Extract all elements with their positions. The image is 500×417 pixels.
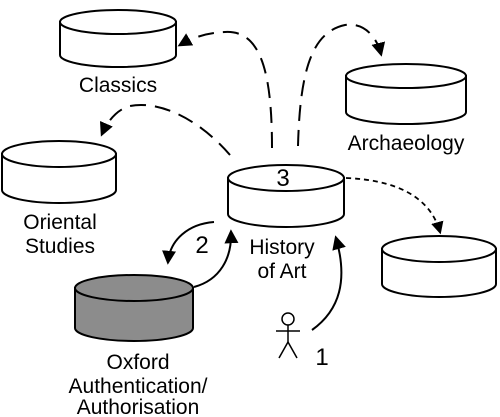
arrow-history-to-oxford — [162, 221, 215, 265]
arrow-history-to-oriental — [99, 104, 231, 156]
arrow-oxford-to-history — [193, 229, 239, 288]
stick-figure-leg-left — [278, 341, 289, 359]
history-label-line2: of Art — [257, 260, 306, 283]
archaeology-database[interactable] — [345, 63, 467, 125]
archaeology-db-body — [345, 75, 467, 125]
oxford-db-top — [74, 274, 194, 302]
classics-db-top — [59, 9, 177, 35]
arrow-history-to-archaeology — [297, 23, 386, 147]
stick-figure-head — [281, 312, 295, 326]
oriental-label-line2: Studies — [25, 235, 95, 258]
classics-database[interactable] — [59, 9, 177, 68]
unnamed-database[interactable] — [381, 235, 497, 298]
arrow-history-to-unnamed — [345, 177, 444, 235]
arrow-history-to-classics — [177, 30, 273, 149]
history-of-art-database[interactable] — [227, 164, 345, 228]
oxford-label-line2: Authentication/ — [69, 375, 208, 398]
oriental-studies-database[interactable] — [1, 140, 117, 204]
archaeology-label: Archaeology — [348, 132, 465, 155]
history-db-top — [227, 164, 345, 192]
arrow-user-to-history — [311, 235, 346, 331]
step-1-label: 1 — [315, 344, 328, 371]
oxford-auth-database[interactable] — [74, 274, 194, 342]
stick-figure-icon — [276, 312, 300, 359]
oriental-db-top — [1, 140, 117, 168]
history-step-number: 3 — [276, 165, 289, 192]
oxford-label-line3: Authorisation — [77, 396, 200, 417]
step-2-label: 2 — [195, 232, 208, 259]
stick-figure-leg-right — [287, 341, 298, 359]
unnamed-db-top — [381, 235, 497, 263]
oxford-label-line1: Oxford — [106, 351, 169, 374]
oxford-db-body — [74, 287, 194, 342]
classics-label: Classics — [79, 74, 157, 97]
archaeology-db-top — [345, 63, 467, 89]
history-label-line1: History — [249, 236, 315, 259]
oriental-label-line1: Oriental — [23, 211, 97, 234]
